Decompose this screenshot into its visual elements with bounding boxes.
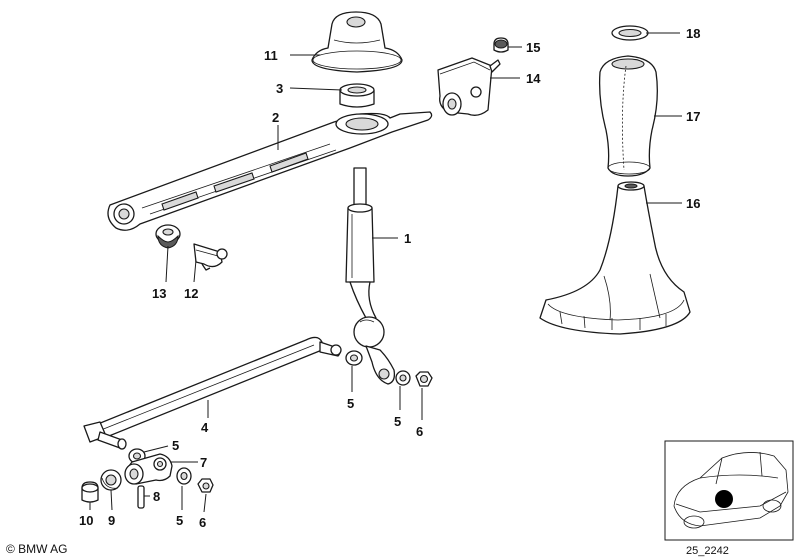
callout-10: 10 <box>79 513 93 528</box>
leader-lines <box>89 32 682 513</box>
callout-1: 1 <box>404 231 411 246</box>
callout-17: 17 <box>686 109 700 124</box>
car-locator-inset <box>664 440 794 541</box>
callout-3: 3 <box>276 81 283 96</box>
copyright-text: © BMW AG <box>6 542 68 556</box>
callout-18: 18 <box>686 26 700 41</box>
callout-5-upper: 5 <box>347 396 354 411</box>
part-13-grommet <box>155 224 181 249</box>
callout-12: 12 <box>184 286 198 301</box>
part-3-bushing <box>339 83 375 108</box>
part-18-insert <box>611 25 649 41</box>
part-2-shift-arm <box>107 111 433 231</box>
pin-8 <box>137 485 145 509</box>
part-14-bracket <box>437 57 501 116</box>
part-16-gaiter <box>539 181 691 335</box>
bushing-9 <box>100 469 122 491</box>
nut-6-lower <box>197 478 214 493</box>
part-11-boot <box>311 11 403 73</box>
nut-6-right <box>415 371 433 387</box>
callout-6-right: 6 <box>416 424 423 439</box>
callout-2: 2 <box>272 110 279 125</box>
part-4-selector-rod <box>83 336 342 450</box>
washer-5-right <box>395 370 411 386</box>
sleeve-10 <box>81 481 99 503</box>
location-marker <box>715 490 733 508</box>
part-1-gear-lever <box>345 167 396 385</box>
callout-16: 16 <box>686 196 700 211</box>
washer-5-upper <box>345 350 363 366</box>
reference-number: 25_2242 <box>686 545 729 557</box>
callout-7: 7 <box>200 455 207 470</box>
callout-5-lower: 5 <box>176 513 183 528</box>
callout-labels: 11 3 2 15 14 18 17 16 1 13 12 4 5 5 6 5 … <box>79 26 700 530</box>
callout-14: 14 <box>526 71 541 86</box>
part-15-nut <box>493 37 509 53</box>
callout-4: 4 <box>201 420 209 435</box>
callout-5-left: 5 <box>172 438 179 453</box>
callout-9: 9 <box>108 513 115 528</box>
callout-6-lower: 6 <box>199 515 206 530</box>
callout-5-right: 5 <box>394 414 401 429</box>
callout-8: 8 <box>153 489 160 504</box>
callout-13: 13 <box>152 286 166 301</box>
part-7-joint <box>124 453 173 485</box>
washer-5-lower <box>176 467 192 485</box>
callout-11: 11 <box>264 48 278 63</box>
part-12-clip <box>193 243 228 271</box>
callout-15: 15 <box>526 40 540 55</box>
part-17-shift-knob <box>598 55 658 177</box>
